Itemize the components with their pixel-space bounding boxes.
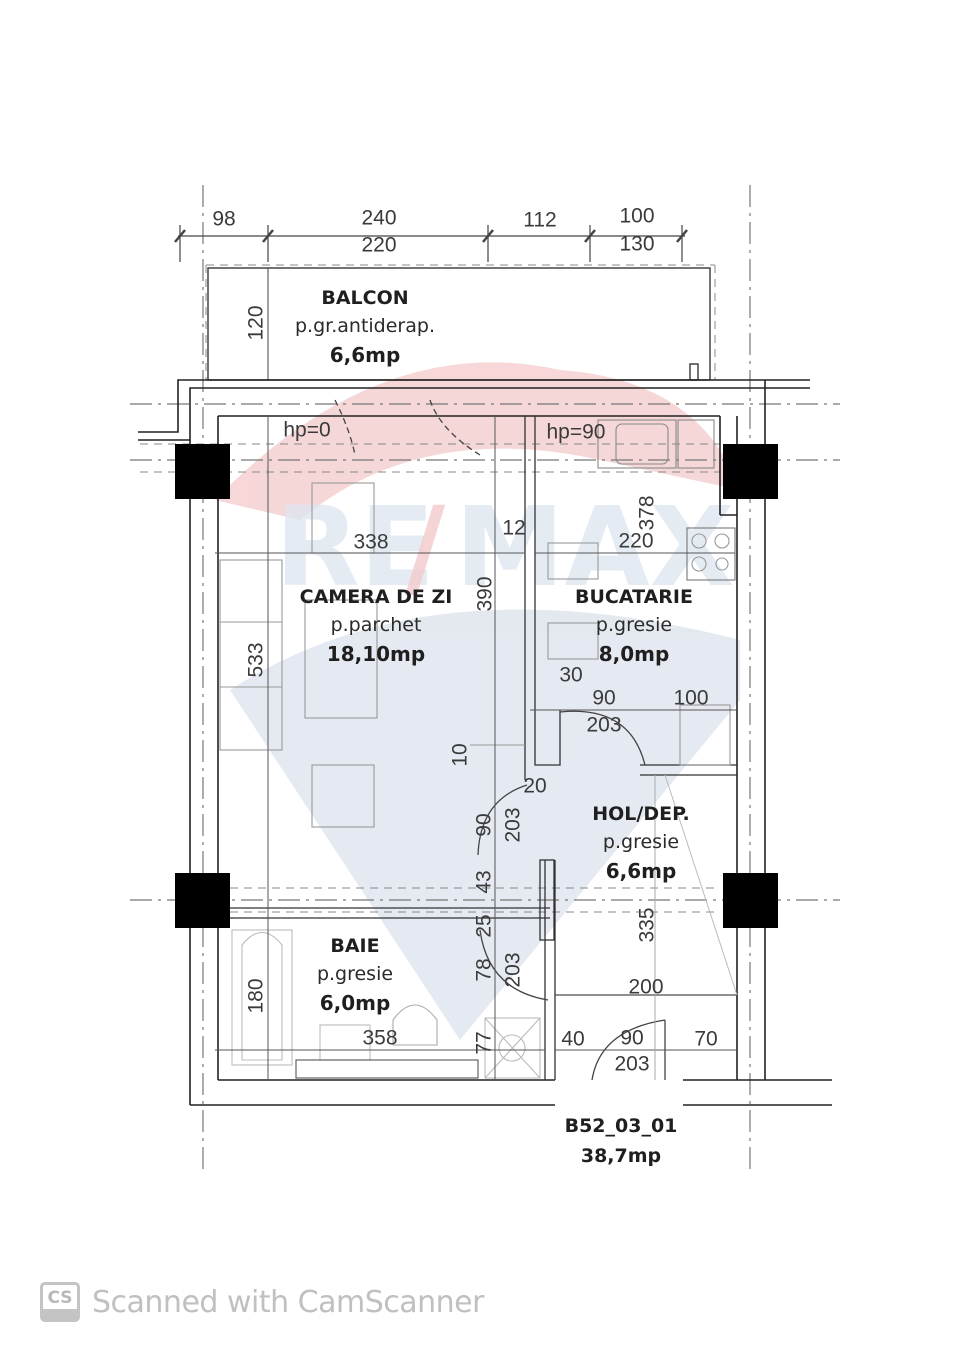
dim-25: 25 <box>472 914 496 938</box>
dim-90-kitchen: 90 <box>592 686 616 710</box>
logo-text: CS <box>47 1288 73 1308</box>
room-area: 6,6mp <box>329 343 401 367</box>
unit-code: B52_03_01 <box>564 1115 678 1137</box>
svg-text:RE: RE <box>275 483 435 611</box>
dim-12: 12 <box>502 516 526 540</box>
room-name: CAMERA DE ZI <box>299 586 453 608</box>
hp-right: hp=90 <box>546 420 606 444</box>
dim-20: 20 <box>523 774 547 798</box>
camscanner-logo-icon: CS <box>40 1282 80 1322</box>
dim-180: 180 <box>244 978 268 1014</box>
dim-78: 78 <box>472 958 496 982</box>
unit-summary: B52_03_01 38,7mp <box>565 1115 678 1167</box>
room-area: 6,0mp <box>319 991 391 1015</box>
room-hol-dep: HOL/DEP. p.gresie 6,6mp <box>592 803 690 883</box>
room-name: BAIE <box>330 935 380 957</box>
room-floor: p.gresie <box>316 963 394 985</box>
dim-203-hall: 203 <box>501 807 525 843</box>
dim-533: 533 <box>244 642 268 678</box>
remax-watermark: RE / MAX <box>215 362 740 1040</box>
room-bucatarie: BUCATARIE p.gresie 8,0mp <box>575 586 693 666</box>
dim-30: 30 <box>559 663 583 687</box>
dim-240: 240 <box>361 206 397 230</box>
dim-203-bath: 203 <box>501 952 525 988</box>
dim-378: 378 <box>635 495 659 531</box>
dim-338: 338 <box>353 530 389 554</box>
dim-100-kitchen: 100 <box>673 686 709 710</box>
dim-43: 43 <box>472 870 496 894</box>
room-floor: p.parchet <box>330 614 422 636</box>
camscanner-footer: CS Scanned with CamScanner <box>40 1282 484 1322</box>
room-area: 6,6mp <box>605 859 677 883</box>
dim-112: 112 <box>523 208 557 232</box>
dim-358: 358 <box>362 1026 398 1050</box>
room-balcon: BALCON p.gr.antiderap. 6,6mp <box>295 287 435 367</box>
dim-90-entry: 90 <box>620 1026 644 1050</box>
dim-130: 130 <box>619 232 655 256</box>
room-name: BALCON <box>321 287 409 309</box>
dim-10: 10 <box>448 743 472 767</box>
dim-90-hall: 90 <box>472 813 496 837</box>
svg-text:MAX: MAX <box>455 483 734 611</box>
dim-120: 120 <box>244 305 268 341</box>
dim-40: 40 <box>561 1027 585 1051</box>
dim-220-top: 220 <box>361 233 397 257</box>
dim-100-top: 100 <box>619 204 655 228</box>
structural-columns <box>175 444 778 928</box>
dim-390: 390 <box>473 576 497 612</box>
dim-98: 98 <box>212 207 236 231</box>
room-camera-de-zi: CAMERA DE ZI p.parchet 18,10mp <box>300 586 453 666</box>
room-name: BUCATARIE <box>575 586 693 608</box>
dim-203-kitchen: 203 <box>586 713 622 737</box>
dim-200: 200 <box>628 975 664 999</box>
svg-text:/: / <box>405 483 446 611</box>
dim-203-entry: 203 <box>614 1052 650 1076</box>
dim-335: 335 <box>635 907 659 943</box>
dim-220-kitchen: 220 <box>618 529 654 553</box>
room-floor: p.gr.antiderap. <box>295 315 435 337</box>
room-floor: p.gresie <box>595 614 673 636</box>
camscanner-text: Scanned with CamScanner <box>92 1284 484 1320</box>
room-name: HOL/DEP. <box>592 803 690 825</box>
hp-left: hp=0 <box>283 418 331 442</box>
room-area: 8,0mp <box>598 642 670 666</box>
dim-77: 77 <box>472 1031 496 1055</box>
room-area: 18,10mp <box>326 642 426 666</box>
dim-70: 70 <box>694 1027 718 1051</box>
room-baie: BAIE p.gresie 6,0mp <box>317 935 393 1015</box>
unit-area: 38,7mp <box>580 1145 662 1167</box>
room-floor: p.gresie <box>602 831 680 853</box>
